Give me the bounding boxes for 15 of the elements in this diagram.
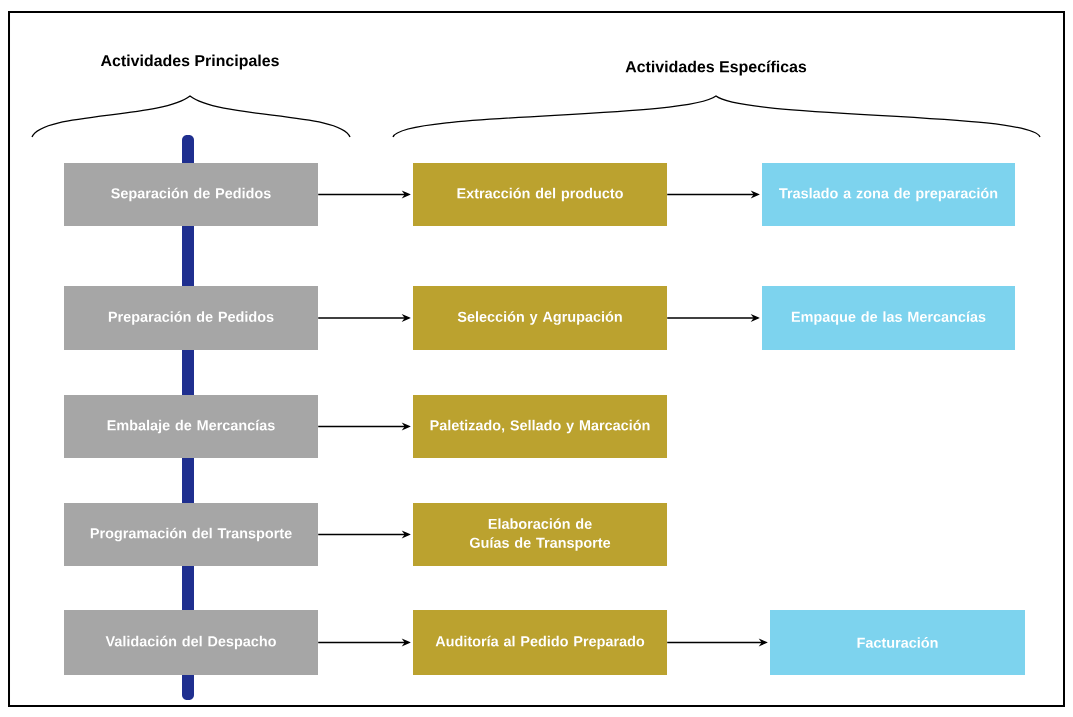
process-box: Extracción del producto [413,163,667,226]
process-box: Validación del Despacho [64,610,318,675]
process-box: Paletizado, Sellado y Marcación [413,395,667,458]
process-box: Separación de Pedidos [64,163,318,226]
process-box: Elaboración de Guías de Transporte [413,503,667,566]
process-box: Empaque de las Mercancías [762,286,1015,350]
process-box: Auditoría al Pedido Preparado [413,610,667,675]
column-heading: Actividades Específicas [625,60,807,76]
process-box: Traslado a zona de preparación [762,163,1015,226]
process-box: Programación del Transporte [64,503,318,566]
process-box: Selección y Agrupación [413,286,667,350]
column-heading: Actividades Principales [100,54,279,70]
process-box: Facturación [770,610,1025,675]
process-box: Preparación de Pedidos [64,286,318,350]
process-box: Embalaje de Mercancías [64,395,318,458]
